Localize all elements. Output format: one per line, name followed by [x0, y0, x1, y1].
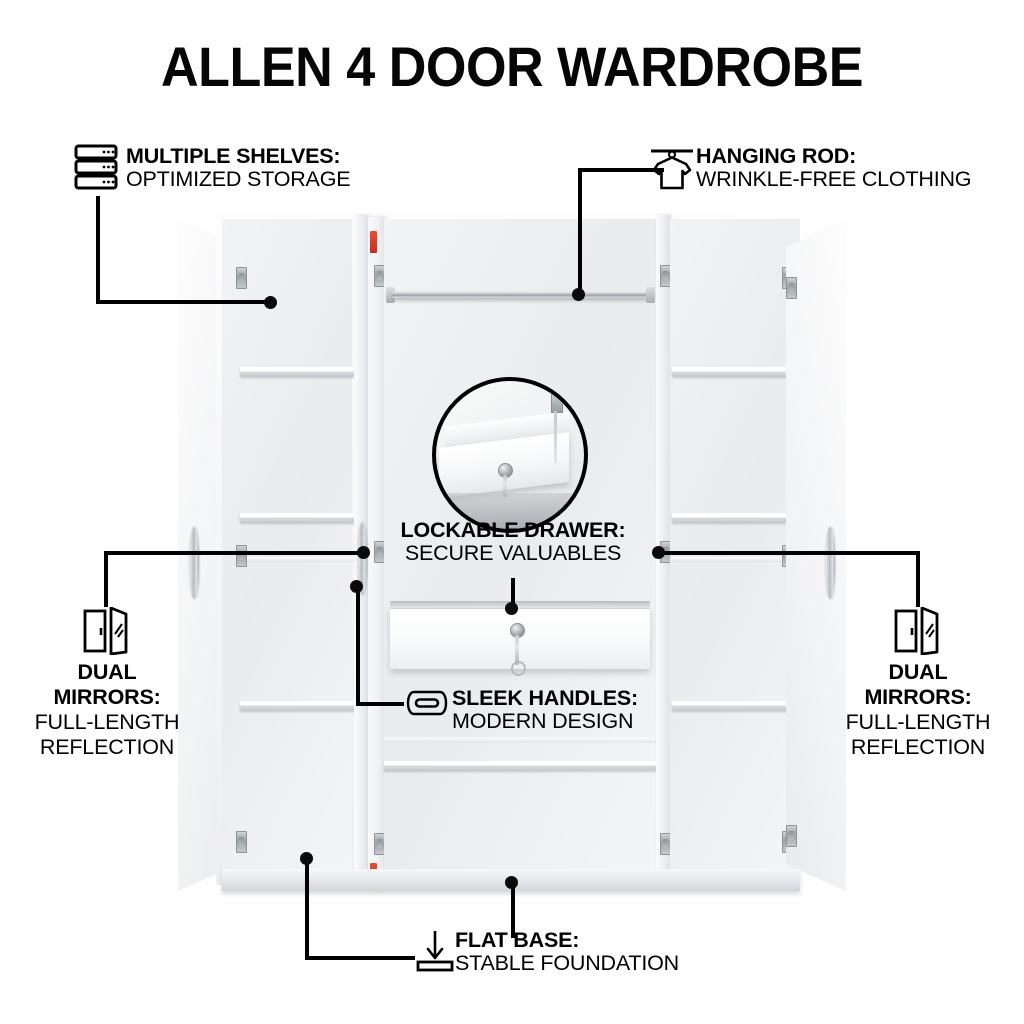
callout-heading: SLEEK HANDLES:	[452, 686, 638, 710]
mirror-door-icon	[82, 606, 132, 660]
hinge-inner-left-bottom	[236, 831, 247, 853]
lockable-drawer	[390, 608, 650, 669]
leader-rod-horizontal	[578, 168, 664, 172]
leader-dot-drawer	[505, 602, 518, 615]
callout-dual-mirrors-right: DUAL MIRRORS: FULL-LENGTH REFLECTION	[833, 660, 1003, 760]
leader-handles-vertical	[356, 590, 360, 706]
shelf-center-lower-edge	[384, 737, 656, 743]
hanging-rod	[392, 291, 648, 299]
handle-outer-left	[190, 527, 199, 599]
callout-subtext-line1: FULL-LENGTH	[34, 710, 180, 734]
drawer-key	[515, 635, 519, 665]
leader-dot-base-center	[505, 876, 518, 889]
hinge-inner-left-mid	[236, 545, 247, 567]
shelf-left-1	[240, 367, 358, 376]
callout-subtext-line2: REFLECTION	[39, 735, 175, 759]
hinge-inner-left-top	[236, 267, 247, 289]
callout-sleek-handles: SLEEK HANDLES: MODERN DESIGN	[452, 687, 638, 733]
bay-back-left	[222, 219, 352, 869]
leader-mirrors-left-horizontal	[104, 551, 366, 555]
leader-drawer-vertical	[511, 578, 515, 610]
callout-heading-line1: DUAL	[888, 660, 948, 684]
leader-handles-horizontal	[356, 702, 404, 706]
leader-rod-vertical	[578, 168, 582, 294]
callout-hanging-rod: HANGING ROD: WRINKLE-FREE CLOTHING	[696, 144, 972, 191]
leader-dot-mirrors-right	[652, 546, 665, 559]
handle-inner-left	[358, 523, 367, 595]
leader-mirrors-right-vertical	[916, 551, 920, 607]
shelf-right-1	[672, 367, 790, 376]
shelf-center-lower	[384, 761, 656, 770]
door-outer-right	[786, 219, 846, 891]
shelf-right-3	[672, 701, 790, 710]
callout-subtext-line2: REFLECTION	[850, 735, 986, 759]
leader-dot-base-left	[300, 852, 313, 865]
leader-shelves-horizontal	[96, 300, 272, 304]
leader-mirrors-left-vertical	[104, 551, 108, 607]
shelves-icon	[74, 144, 118, 197]
callout-lockable-drawer: LOCKABLE DRAWER: SECURE VALUABLES	[363, 519, 663, 565]
callout-subtext: SECURE VALUABLES	[404, 541, 622, 565]
callout-heading: LOCKABLE DRAWER:	[400, 518, 626, 542]
tshirt-hanger-icon	[648, 142, 696, 197]
drawer-key-ring	[511, 661, 526, 676]
page-title: ALLEN 4 DOOR WARDROBE	[160, 35, 864, 98]
drawer-top-gap	[390, 601, 650, 608]
shelf-right-2	[672, 513, 790, 522]
callout-dual-mirrors-left: DUAL MIRRORS: FULL-LENGTH REFLECTION	[22, 660, 192, 760]
mirror-door-icon	[893, 606, 943, 660]
rod-cap-right	[646, 287, 655, 303]
leader-shelves-vertical	[96, 196, 100, 304]
callout-multiple-shelves: MULTIPLE SHELVES: OPTIMIZED STORAGE	[126, 144, 351, 191]
callout-heading: MULTIPLE SHELVES:	[126, 144, 341, 168]
inset-drawer-key	[503, 475, 507, 497]
shelf-left-3	[240, 701, 358, 710]
leader-mirrors-right-horizontal	[658, 551, 920, 555]
bay-back-center	[384, 219, 656, 869]
inset-hinge-bar	[554, 410, 558, 463]
inset-shadow	[436, 493, 584, 529]
leader-dot-rod	[572, 288, 585, 301]
leader-dot-shelves	[264, 296, 277, 309]
rod-cap-left	[386, 287, 395, 303]
callout-heading-line1: DUAL	[77, 660, 137, 684]
handle-icon	[404, 689, 450, 722]
leader-base-left-vertical	[305, 862, 309, 960]
door-clip-top-left	[370, 231, 377, 253]
leader-dot-mirrors-left	[357, 546, 370, 559]
magnifier-inset-lockable-drawer	[432, 377, 588, 533]
shelf-left-2-edge	[240, 557, 358, 562]
callout-subtext: OPTIMIZED STORAGE	[126, 167, 351, 191]
callout-subtext: STABLE FOUNDATION	[455, 951, 679, 975]
callout-subtext: WRINKLE-FREE CLOTHING	[696, 167, 972, 191]
callout-heading: HANGING ROD:	[696, 144, 857, 168]
callout-subtext: MODERN DESIGN	[452, 709, 634, 733]
leader-base-vertical	[511, 884, 515, 938]
callout-heading-line2: MIRRORS:	[53, 685, 161, 709]
callout-heading-line2: MIRRORS:	[864, 685, 972, 709]
leader-base-left-horizontal	[305, 956, 415, 960]
callout-heading: FLAT BASE:	[455, 928, 580, 952]
handle-outer-right	[826, 527, 835, 599]
shelf-right-2-edge	[672, 557, 790, 562]
arrow-down-base-icon	[414, 928, 456, 979]
bay-back-right	[670, 219, 800, 869]
callout-flat-base: FLAT BASE: STABLE FOUNDATION	[455, 929, 679, 975]
shelf-left-2	[240, 513, 358, 522]
callout-subtext-line1: FULL-LENGTH	[845, 710, 991, 734]
hinge-outer-right-top	[786, 277, 797, 299]
leader-dot-handles	[350, 580, 363, 593]
hinge-outer-right-bottom	[786, 825, 797, 847]
